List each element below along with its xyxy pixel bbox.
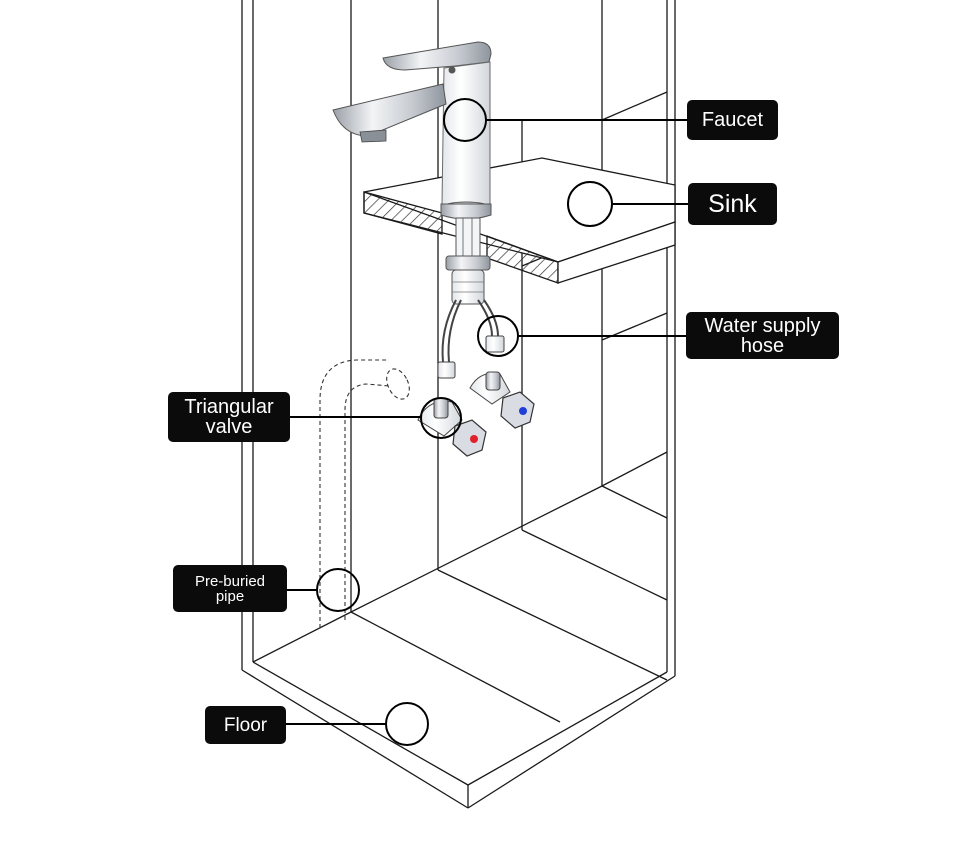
callout-circle-floor [385, 702, 429, 746]
water-supply-hose-label-line-1: Water supply [704, 314, 821, 337]
triangular-valve-label-line-1: Triangular [184, 396, 274, 418]
sink-label-text: Sink [708, 189, 757, 218]
supply-hose-illustration [441, 299, 499, 363]
faucet-label: Faucet [687, 100, 778, 140]
triangular-valve-label: Triangular valve [168, 392, 290, 442]
faucet-label-text: Faucet [701, 109, 764, 131]
callout-circle-pipe [316, 568, 360, 612]
callout-leaders [286, 98, 688, 746]
triangular-valve-illustration [417, 371, 535, 457]
faucet-illustration [332, 41, 492, 305]
triangular-valve-label-line-2: valve [205, 416, 253, 438]
pre-buried-pipe-label-line-1: Pre-buried [194, 572, 266, 590]
sink-countertop [363, 157, 676, 284]
water-supply-hose-label: Water supply hose [686, 312, 839, 359]
pre-buried-pipe-label: Pre-buried pipe [173, 565, 287, 612]
pre-buried-pipe-label-line-2: pipe [215, 587, 245, 605]
pre-buried-pipe-illustration [319, 359, 410, 628]
floor-label: Floor [205, 706, 286, 744]
sink-label: Sink [688, 183, 777, 225]
floor-label-text: Floor [223, 714, 268, 736]
water-supply-hose-label-line-2: hose [740, 334, 785, 357]
